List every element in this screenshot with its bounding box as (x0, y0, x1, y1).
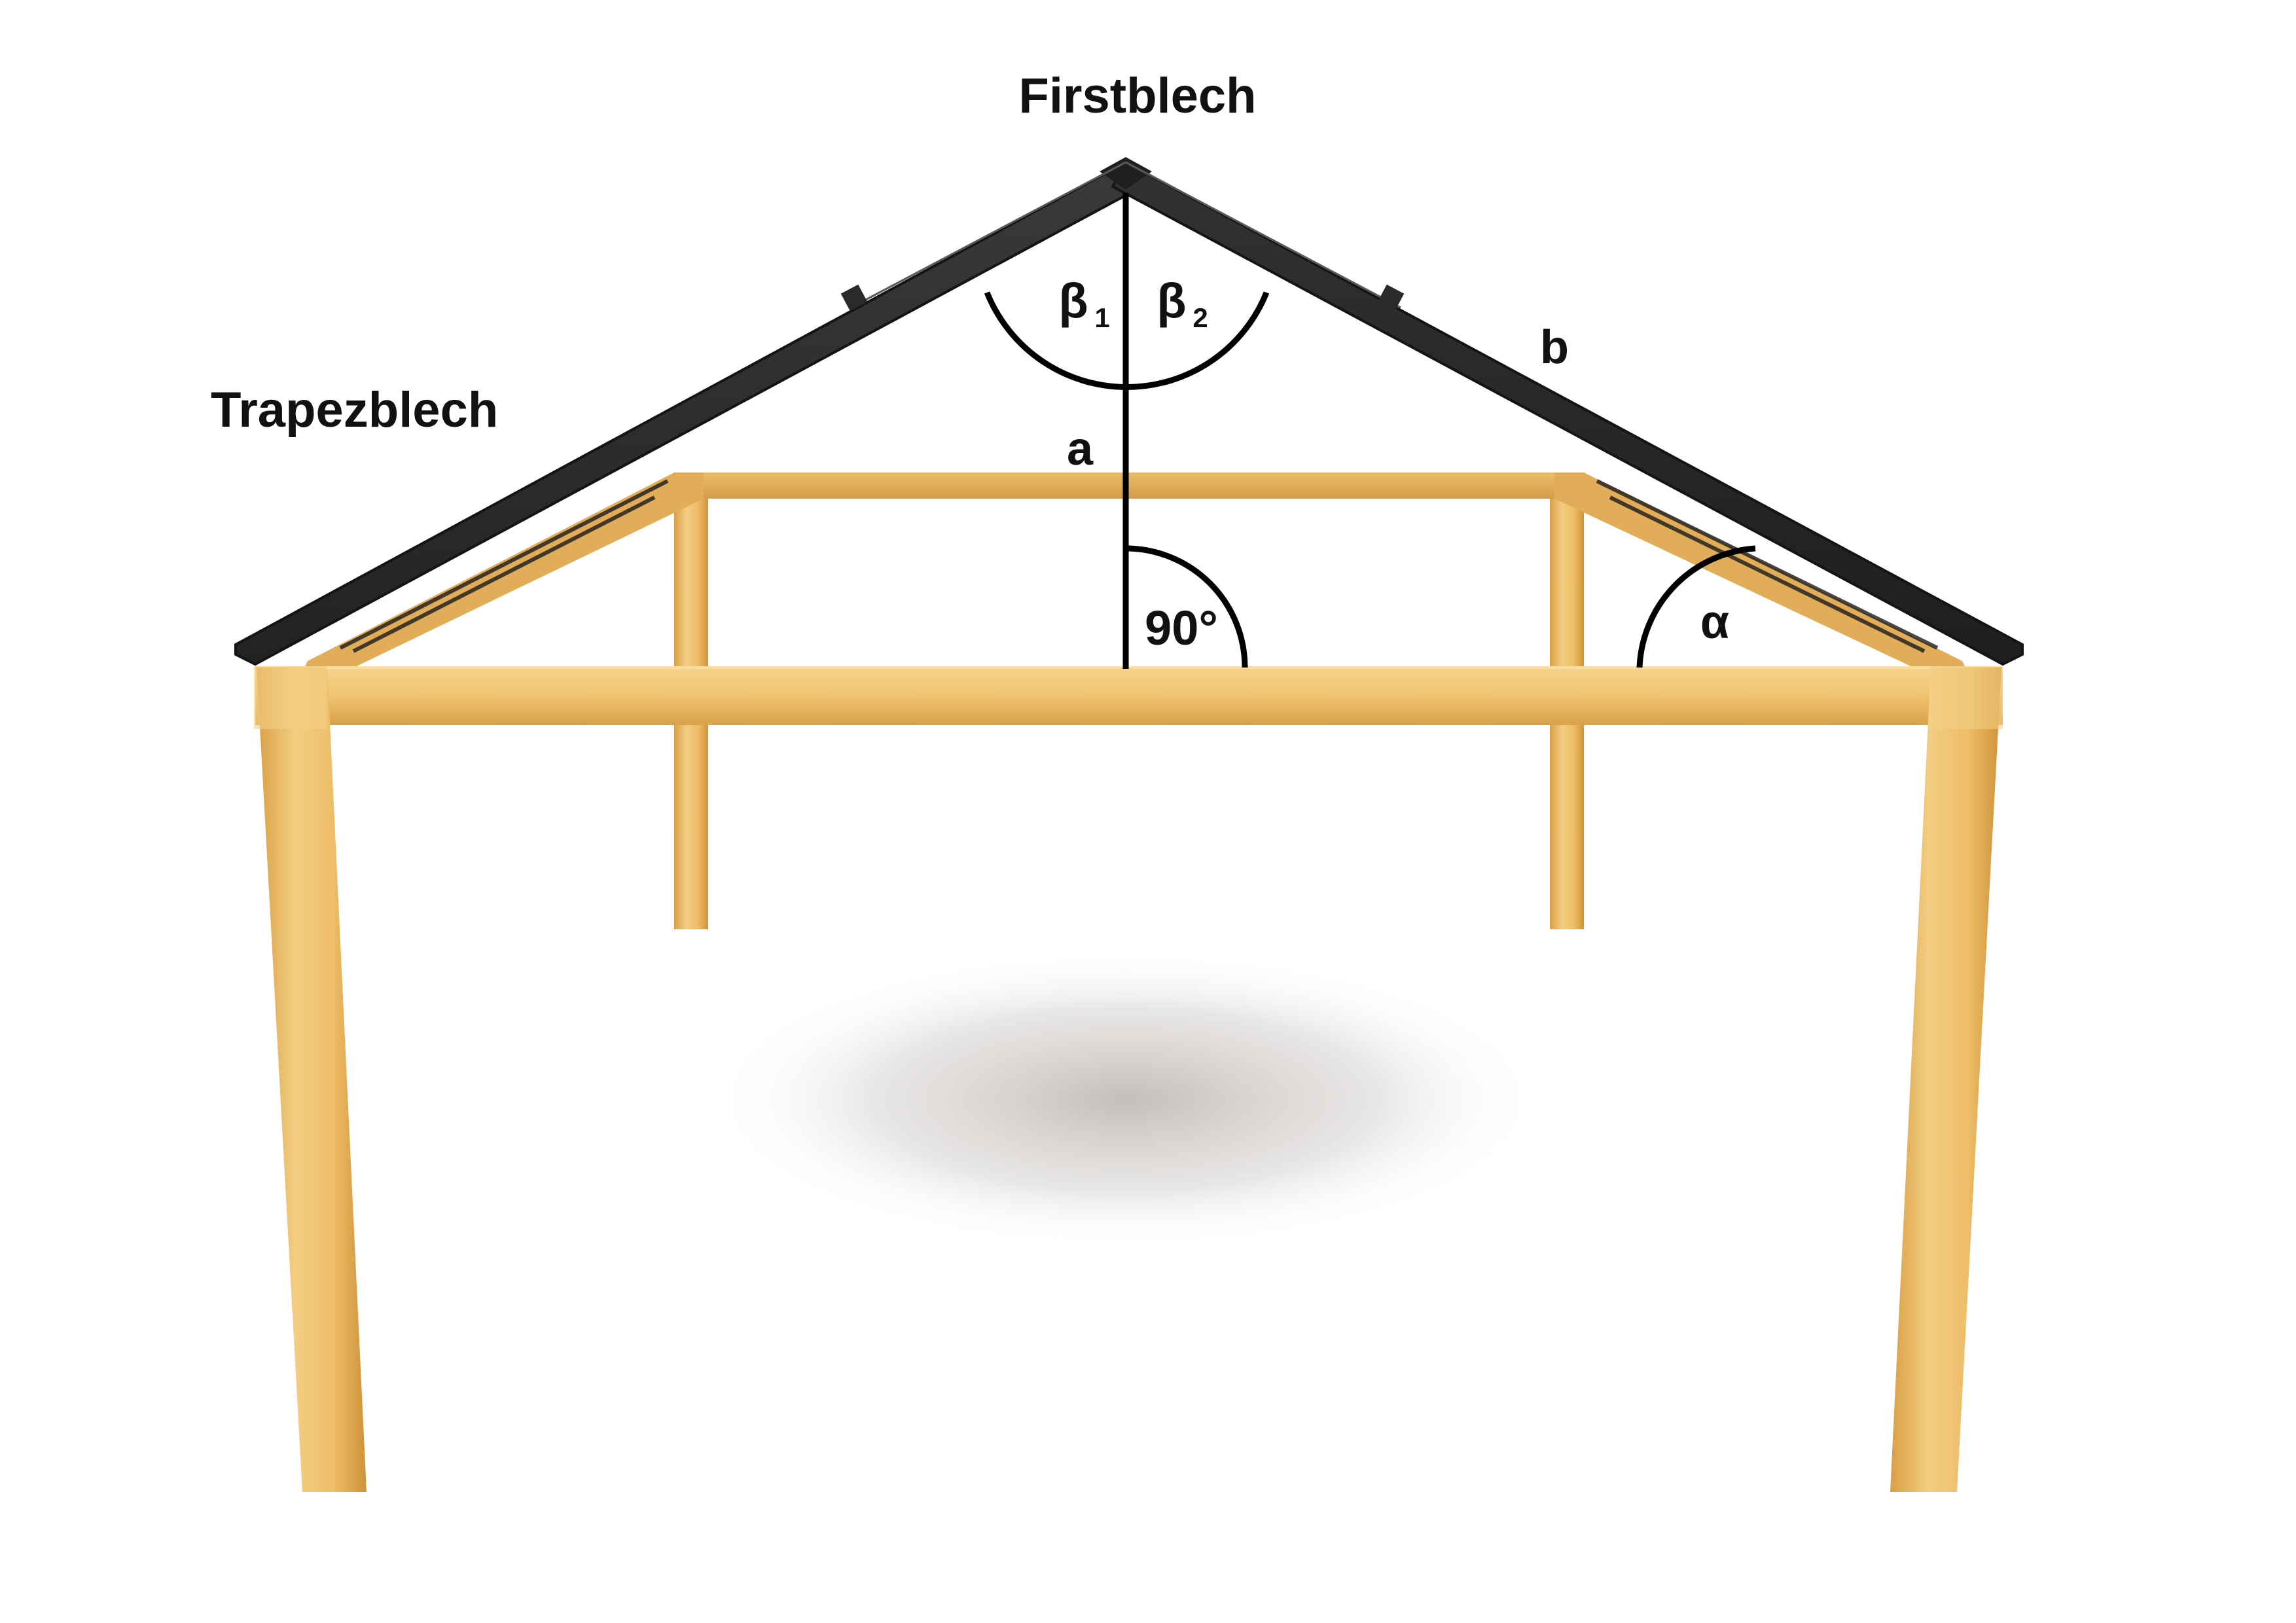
floor-shadow (707, 949, 1545, 1250)
right-angle-arc (1125, 545, 1248, 668)
front-left-post-cap (254, 666, 327, 729)
label-angle-alpha: α (1700, 596, 1729, 649)
label-angle-beta1: β 1 (1058, 274, 1109, 333)
label-side-b: b (1540, 321, 1569, 374)
label-side-a: a (1067, 423, 1094, 475)
roof-battens (339, 479, 1939, 653)
front-right-post-cap (1929, 666, 2003, 729)
svg-text:β: β (1058, 274, 1088, 328)
ridge-fastener-left (840, 284, 868, 312)
label-trapezblech: Trapezblech (211, 382, 498, 438)
svg-text:1: 1 (1094, 302, 1109, 333)
svg-text:β: β (1157, 274, 1186, 328)
ridge-fastener-right (1377, 284, 1405, 312)
label-firstblech: Firstblech (1018, 68, 1256, 124)
back-beam (674, 473, 1585, 499)
beta-angle-arc (984, 291, 1270, 390)
label-angle-beta2: β 2 (1157, 274, 1208, 333)
svg-text:2: 2 (1193, 302, 1208, 333)
trapezoidal-sheet-right (1111, 160, 2024, 666)
alpha-angle-arc (1636, 545, 1756, 668)
ridge-cap (1100, 157, 1152, 190)
label-angle-90: 90° (1145, 601, 1218, 655)
front-right-post (1890, 668, 2001, 1492)
front-beam (255, 668, 2003, 725)
front-left-post (257, 668, 367, 1492)
